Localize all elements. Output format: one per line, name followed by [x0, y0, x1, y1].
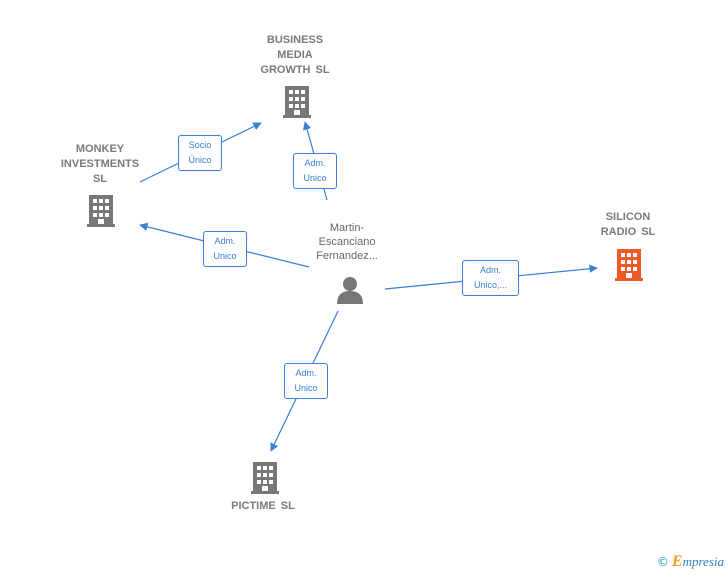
brand-logo-letter: E [671, 553, 683, 570]
edge-label-monkey-to-business[interactable]: Socio Único [178, 135, 222, 171]
node-label-monkey[interactable]: MONKEY INVESTMENTS SL [60, 143, 140, 185]
edge-label-person-to-pictime[interactable]: Adm. Unico [284, 363, 328, 399]
brand-footer[interactable]: ©Empresia [657, 553, 724, 571]
edge-label-person-to-business[interactable]: Adm. Unico [293, 153, 337, 189]
node-label-pictime[interactable]: PICTIME SL [231, 500, 295, 512]
person-icon[interactable] [335, 275, 365, 305]
edge-label-person-to-monkey[interactable]: Adm. Unico [203, 231, 247, 267]
building-icon[interactable] [249, 460, 281, 494]
copyright-symbol: © [656, 555, 669, 569]
building-icon-highlighted[interactable] [613, 247, 645, 281]
brand-name: mpresia [682, 554, 724, 569]
building-icon[interactable] [281, 84, 313, 118]
node-label-silicon[interactable]: SILICON RADIO SL [600, 211, 656, 238]
building-icon[interactable] [85, 193, 117, 227]
edge-label-person-to-silicon[interactable]: Adm. Unico,... [462, 260, 519, 296]
node-label-business-media[interactable]: BUSINESS MEDIA GROWTH SL [260, 34, 330, 76]
node-label-person[interactable]: Martin- Escanciano Fernandez... [316, 222, 378, 262]
